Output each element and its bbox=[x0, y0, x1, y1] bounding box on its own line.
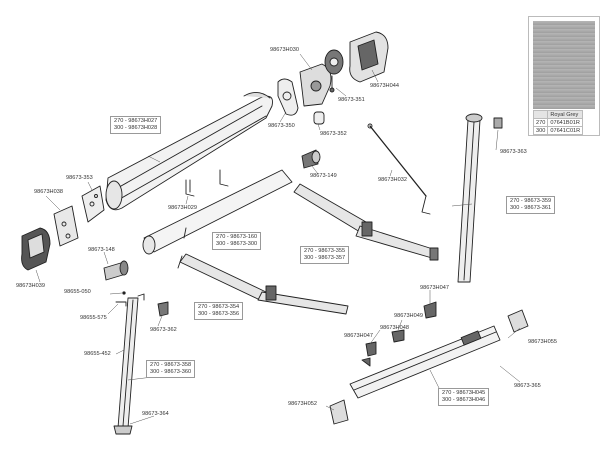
small-hardware-part bbox=[115, 291, 145, 307]
label-98673H030: 98673H030 bbox=[270, 47, 299, 53]
label-98673-149: 98673-149 bbox=[310, 173, 337, 179]
callout-line: 270 - 98673-358 bbox=[150, 362, 192, 368]
label-98673-352: 98673-352 bbox=[320, 131, 347, 137]
front-profile-part bbox=[105, 92, 273, 211]
lead-rail-part bbox=[349, 325, 501, 399]
label-98673H049: 98673H049 bbox=[394, 313, 423, 319]
side-plate-part bbox=[81, 185, 105, 223]
left-cap-part bbox=[21, 227, 51, 271]
clip-part bbox=[157, 301, 169, 317]
table-header-row: Royal Grey bbox=[532, 110, 584, 119]
leader-lines bbox=[35, 53, 521, 425]
label-98673-363: 98673-363 bbox=[500, 149, 527, 155]
callout-right-leg: 270 - 98673-359 300 - 98673-361 bbox=[506, 196, 556, 214]
callout-front-profile: 270 - 98673H027 300 - 98673H028 bbox=[110, 116, 162, 134]
size-cell: 270 bbox=[532, 118, 549, 127]
label-98673H032: 98673H032 bbox=[378, 177, 407, 183]
callout-lead-rail: 270 - 98673H045 300 - 98673H046 bbox=[438, 388, 490, 406]
label-98673H029: 98673H029 bbox=[168, 205, 197, 211]
tube-adapter-part bbox=[103, 260, 129, 281]
table-row: 270 07641B01R bbox=[532, 118, 584, 127]
left-support-leg-part bbox=[113, 297, 139, 435]
roller-fitting-part bbox=[301, 149, 321, 169]
end-cap-part bbox=[277, 63, 332, 116]
table-row: 300 07641C01R bbox=[532, 126, 584, 135]
cover-part bbox=[349, 31, 389, 83]
callout-roller-tube: 270 - 98673-160 300 - 98673-300 bbox=[212, 232, 262, 250]
callout-line: 270 - 98673-355 bbox=[304, 248, 346, 254]
size-cell: 300 bbox=[532, 126, 549, 135]
mounting-plate-part bbox=[53, 205, 79, 247]
label-98673-362: 98673-362 bbox=[150, 327, 177, 333]
color-legend: Royal Grey 270 07641B01R 300 07641C01R bbox=[528, 16, 600, 136]
callout-line: 270 - 98673H045 bbox=[442, 390, 486, 396]
label-98673-364: 98673-364 bbox=[142, 411, 169, 417]
label-98673H038: 98673H038 bbox=[34, 189, 63, 195]
color-code-table: Royal Grey 270 07641B01R 300 07641C01R bbox=[532, 110, 584, 135]
label-98655-452: 98655-452 bbox=[84, 351, 111, 357]
lower-arm-part bbox=[177, 253, 349, 315]
label-98673H048: 98673H048 bbox=[380, 325, 409, 331]
label-98673H055: 98673H055 bbox=[528, 339, 557, 345]
callout-line: 270 - 98673H027 bbox=[114, 118, 158, 124]
label-98673-365: 98673-365 bbox=[514, 383, 541, 389]
callout-line: 300 - 98673H028 bbox=[114, 125, 158, 131]
mounting-brackets-part bbox=[185, 169, 229, 197]
label-98673-350: 98673-350 bbox=[268, 123, 295, 129]
crank-handle-part bbox=[367, 123, 431, 215]
label-98673H039: 98673H039 bbox=[16, 283, 45, 289]
callout-line: 270 - 98673-354 bbox=[198, 304, 240, 310]
callout-line: 300 - 98673-360 bbox=[150, 369, 192, 375]
callout-upper-arm: 270 - 98673-355 300 - 98673-357 bbox=[300, 246, 350, 264]
rail-clips-part bbox=[361, 301, 437, 367]
label-98673-351: 98673-351 bbox=[338, 97, 365, 103]
spring-housing-part bbox=[324, 49, 344, 93]
code-cell: 07641C01R bbox=[547, 126, 584, 135]
plug-part bbox=[313, 111, 325, 125]
callout-line: 300 - 98673-356 bbox=[198, 311, 240, 317]
fabric-swatch bbox=[533, 21, 595, 109]
rail-end-cap-right-part bbox=[507, 309, 529, 333]
right-support-leg-part bbox=[457, 113, 503, 283]
callout-line: 300 - 98673-357 bbox=[304, 255, 346, 261]
label-98673H044: 98673H044 bbox=[370, 83, 399, 89]
label-98673H047-bottom: 98673H047 bbox=[344, 333, 373, 339]
rail-end-cap-left-part bbox=[329, 399, 349, 425]
table-cell bbox=[532, 110, 549, 119]
callout-line: 300 - 98673-300 bbox=[216, 241, 258, 247]
callout-lower-arm: 270 - 98673-354 300 - 98673-356 bbox=[194, 302, 244, 320]
callout-line: 270 - 98673-160 bbox=[216, 234, 258, 240]
callout-line: 300 - 98673H046 bbox=[442, 397, 486, 403]
code-cell: 07641B01R bbox=[547, 118, 584, 127]
label-98655-575: 98655-575 bbox=[80, 315, 107, 321]
callout-line: 300 - 98673-361 bbox=[510, 205, 552, 211]
label-98655-050: 98655-050 bbox=[64, 289, 91, 295]
roller-tube-part bbox=[142, 169, 293, 255]
label-98673H052: 98673H052 bbox=[288, 401, 317, 407]
label-98673-353: 98673-353 bbox=[66, 175, 93, 181]
upper-arm-part bbox=[293, 183, 439, 261]
label-98673-148: 98673-148 bbox=[88, 247, 115, 253]
label-98673H047-top: 98673H047 bbox=[420, 285, 449, 291]
callout-left-leg: 270 - 98673-358 300 - 98673-360 bbox=[146, 360, 196, 378]
color-name: Royal Grey bbox=[547, 110, 584, 119]
callout-line: 270 - 98673-359 bbox=[510, 198, 552, 204]
